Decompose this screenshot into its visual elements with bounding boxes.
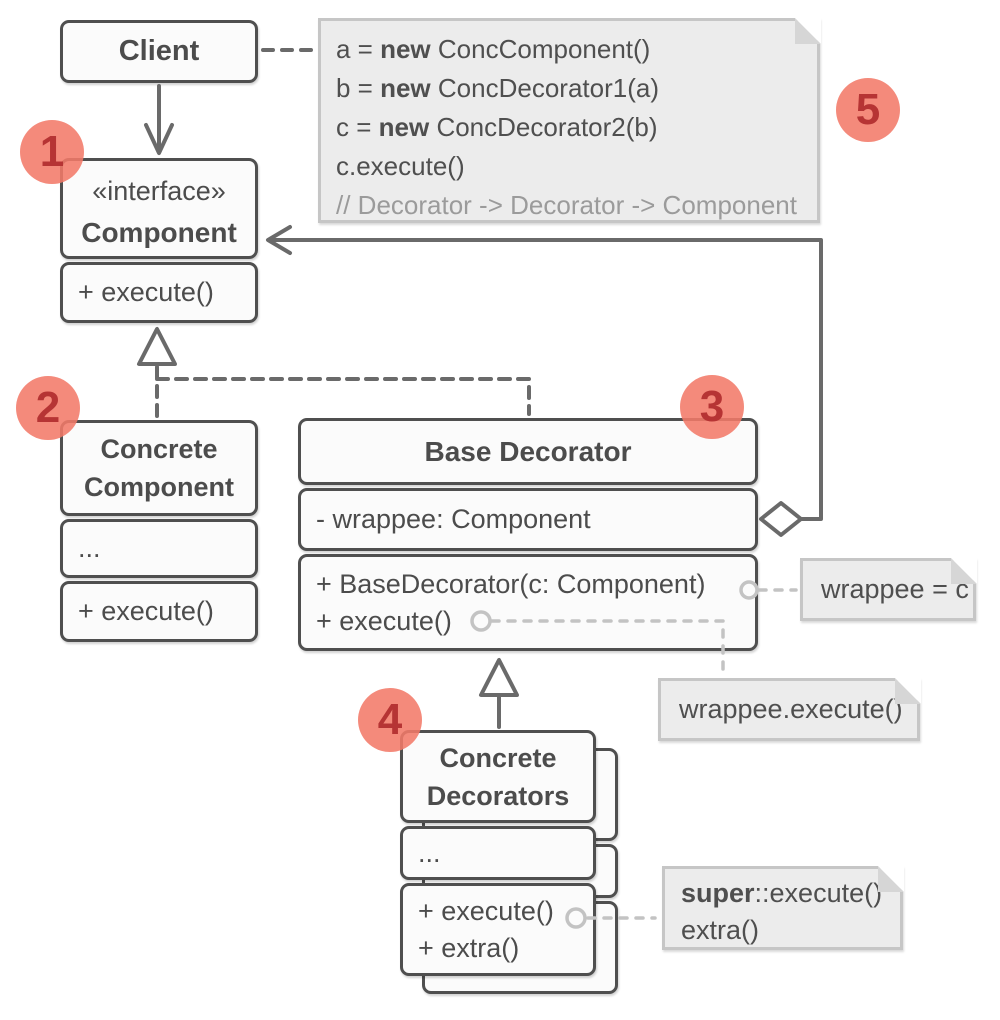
- base-decorator-field: - wrappee: Component: [298, 488, 758, 551]
- note-fold-icon: [894, 677, 921, 704]
- badge-1: 1: [20, 120, 84, 184]
- super-note-line-1: super::execute(): [681, 878, 883, 908]
- code-line-2: b = new ConcDecorator1(a): [336, 73, 659, 103]
- component-method: + execute(): [60, 262, 258, 323]
- concrete-decorators-fields: ...: [400, 826, 596, 880]
- wrappee-assign-note: wrappee = c: [800, 557, 977, 621]
- concrete-decorators-method-extra: + extra(): [418, 932, 520, 963]
- code-note: a = new ConcComponent() b = new ConcDeco…: [318, 17, 821, 223]
- code-comment: // Decorator -> Decorator -> Component: [336, 190, 797, 220]
- badge-4: 4: [358, 688, 422, 752]
- class-concrete-component: Concrete Component ... + execute(): [60, 420, 258, 642]
- class-component-title: Component: [81, 216, 237, 248]
- open-arrowhead-icon: [266, 225, 292, 255]
- base-decorator-method-execute: + execute(): [316, 605, 452, 636]
- class-concrete-decorators: Concrete Decorators ... + execute() + ex…: [400, 730, 596, 976]
- class-client-title: Client: [60, 20, 258, 83]
- open-arrowhead-icon: [144, 123, 174, 155]
- class-client: Client: [60, 20, 258, 83]
- super-execute-note: super::execute() extra(): [662, 865, 904, 950]
- class-base-decorator: Base Decorator - wrappee: Component + Ba…: [298, 418, 758, 651]
- realization-to-component: [137, 327, 531, 418]
- class-concrete-decorators-title-1: Concrete: [439, 742, 557, 773]
- concrete-component-method: + execute(): [60, 581, 258, 642]
- code-line-1: a = new ConcComponent(): [336, 34, 651, 64]
- note-fold-icon: [794, 17, 821, 44]
- hollow-triangle-icon: [479, 658, 519, 697]
- association-client-to-component: [144, 84, 174, 155]
- code-line-3: c = new ConcDecorator2(b): [336, 112, 658, 142]
- note-fold-icon: [950, 557, 977, 584]
- class-concrete-component-title-1: Concrete: [100, 434, 218, 464]
- note-fold-icon: [877, 865, 904, 892]
- class-component: «interface» Component + execute(): [60, 158, 258, 323]
- badge-2: 2: [16, 376, 80, 440]
- super-note-line-2: extra(): [681, 915, 760, 945]
- badge-5: 5: [836, 78, 900, 142]
- base-decorator-method-constructor: + BaseDecorator(c: Component): [316, 568, 706, 599]
- wrappee-execute-note: wrappee.execute(): [658, 677, 921, 741]
- badge-3: 3: [680, 375, 744, 439]
- inheritance-concrete-decorators-to-base-decorator: [479, 658, 519, 729]
- hollow-triangle-icon: [137, 327, 177, 366]
- aggregation-diamond-icon: [759, 501, 803, 537]
- class-concrete-decorators-title-2: Decorators: [426, 780, 570, 811]
- class-concrete-component-title-2: Component: [84, 472, 234, 502]
- code-line-4: c.execute(): [336, 151, 465, 181]
- component-stereotype: «interface»: [92, 175, 226, 206]
- concrete-decorators-method-execute: + execute(): [418, 895, 554, 926]
- concrete-component-fields: ...: [60, 519, 258, 578]
